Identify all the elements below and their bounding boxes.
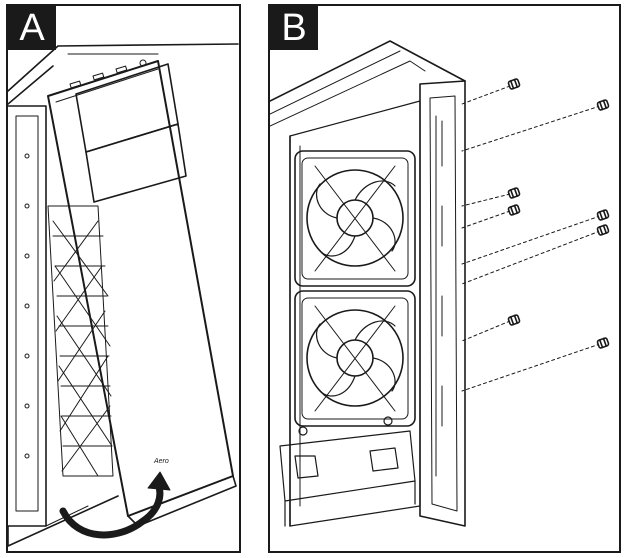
panel-b-illustration [270,40,610,527]
panel-label-b: B [270,6,318,50]
screw-guides [461,85,601,392]
curved-arrow-icon [59,471,171,539]
panel-a-illustration [8,43,239,547]
panel-a: A Aero [6,4,241,553]
fan-icon [294,290,416,427]
panel-b: B [268,4,621,553]
screw-icon [507,78,610,349]
fan-icon [294,150,416,287]
brand-logo: Aero [154,458,169,465]
front-panel [47,59,237,527]
panel-label-a: A [8,6,56,50]
front-mesh [47,205,114,477]
